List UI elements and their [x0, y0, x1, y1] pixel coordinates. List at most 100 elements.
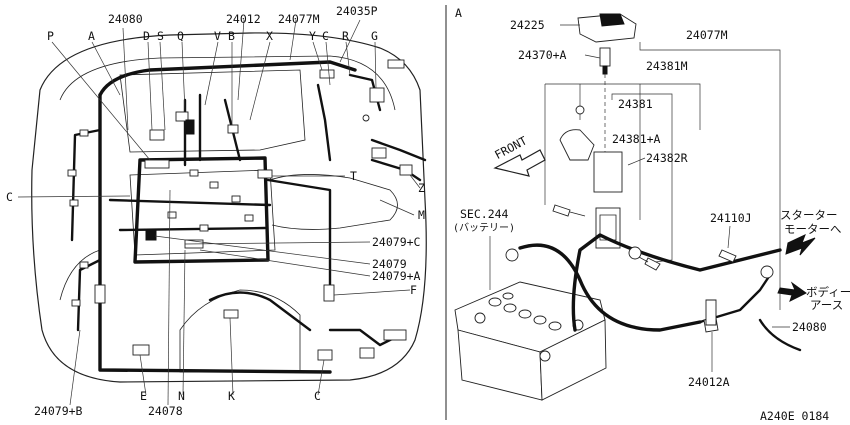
- connector-f: [323, 284, 335, 302]
- harness-z-branch: [370, 138, 427, 182]
- label-24080-right: 24080: [792, 320, 827, 334]
- label-24110j: 24110J: [710, 211, 752, 225]
- label-24079: 24079: [372, 257, 407, 271]
- fusible-link-pin: [602, 65, 608, 75]
- label-24225: 24225: [510, 18, 545, 32]
- label-24012a: 24012A: [688, 375, 730, 389]
- connector-24079: [145, 229, 157, 241]
- relay-holder: [593, 151, 623, 193]
- label-q: Q: [177, 29, 184, 43]
- cable-body-earth: [698, 273, 772, 324]
- connector-c-left: [144, 159, 170, 169]
- section-letter-a: A: [455, 6, 462, 20]
- label-r: R: [342, 29, 349, 43]
- figure-code: A240E 0184: [760, 409, 829, 423]
- terminal-negative: [474, 312, 486, 324]
- body-inner-line: [59, 55, 396, 111]
- label-f: F: [410, 283, 417, 297]
- label-n: N: [178, 389, 185, 403]
- connector-cluster-left: [67, 129, 89, 307]
- connector-z2: [399, 164, 413, 176]
- label-z: Z: [418, 181, 425, 195]
- label-p: P: [47, 29, 54, 43]
- cable-24080-end: [758, 318, 802, 352]
- connector-left-low: [94, 284, 106, 304]
- label-k: K: [228, 389, 235, 403]
- bolt-lower: [705, 299, 717, 326]
- harness-right-run: [266, 178, 332, 302]
- cable-clamp-negative: [505, 248, 519, 262]
- label-24035p: 24035P: [336, 4, 378, 18]
- battery-cable-24080: [518, 243, 702, 332]
- terminal-mark: [539, 350, 551, 362]
- connector-y: [319, 69, 335, 79]
- connector-g-top: [387, 59, 405, 69]
- arrow-to-starter-icon: [785, 234, 816, 256]
- main-harness-top: [98, 60, 357, 97]
- harness-cross-runs: [108, 198, 272, 232]
- front-label: FRONT: [492, 133, 529, 162]
- relay-inner: [599, 214, 617, 241]
- label-24381: 24381: [618, 97, 653, 111]
- connector-k: [223, 309, 239, 319]
- label-m: M: [418, 208, 425, 222]
- steering-column-shape: [269, 174, 398, 230]
- label-a: A: [88, 29, 95, 43]
- fusible-link-cover-top: [599, 13, 625, 27]
- connector-t: [257, 169, 273, 179]
- connector-cluster-console: [167, 169, 254, 232]
- label-body-earth-1: ボディー: [806, 285, 850, 299]
- connector-e: [132, 344, 150, 356]
- connector-bottom-right: [383, 329, 407, 341]
- detail-a-panel: A 24225 24370+A 24077M 24381M 24381 2438…: [453, 6, 850, 423]
- center-console-shape: [129, 169, 276, 256]
- arrow-to-body-earth-icon: [777, 281, 807, 302]
- label-e: E: [140, 389, 147, 403]
- label-24077m: 24077M: [278, 12, 320, 26]
- bolt-left: [552, 204, 586, 217]
- label-c-bottom: C: [314, 389, 321, 403]
- label-t: T: [350, 169, 357, 183]
- label-24381a: 24381+A: [612, 132, 661, 146]
- label-c-top: C: [322, 29, 329, 43]
- label-24370a: 24370+A: [518, 48, 567, 62]
- label-24382r: 24382R: [646, 151, 688, 165]
- label-24079a: 24079+A: [372, 269, 421, 283]
- cable-clamp-positive: [628, 246, 642, 260]
- connector-g: [369, 87, 385, 103]
- label-24078: 24078: [148, 404, 183, 418]
- label-x: X: [266, 29, 273, 43]
- label-24077m-right: 24077M: [686, 28, 728, 42]
- door-edge-shape: [59, 249, 101, 301]
- connector-bottom-right-2: [359, 347, 375, 359]
- label-24012: 24012: [226, 12, 261, 26]
- battery-caps: [488, 292, 562, 331]
- leaders-left: [17, 19, 421, 406]
- label-d: D: [143, 29, 150, 43]
- label-c-left: C: [6, 190, 13, 204]
- connector-q: [175, 111, 189, 122]
- battery-cable-starter: [571, 233, 782, 332]
- label-s: S: [157, 29, 164, 43]
- battery: [454, 281, 607, 401]
- connector-b: [227, 124, 239, 134]
- ground-point: [362, 114, 370, 122]
- label-24080: 24080: [108, 12, 143, 26]
- label-y: Y: [309, 29, 316, 43]
- connector-z1: [371, 147, 387, 159]
- fusible-link: [599, 47, 611, 67]
- label-b: B: [228, 29, 235, 43]
- main-harness-left: [98, 93, 332, 374]
- label-starter-1: スターター: [780, 208, 838, 222]
- label-v: V: [214, 29, 221, 43]
- connector-c-bottom: [317, 349, 333, 361]
- floor-tunnel-shape: [179, 289, 301, 373]
- front-arrow-icon: [493, 149, 546, 177]
- connector-d: [149, 129, 165, 141]
- nut: [575, 105, 585, 115]
- clamp-24381: [559, 129, 595, 161]
- dash-panel-shape: [119, 69, 306, 153]
- earth-terminal: [760, 265, 774, 279]
